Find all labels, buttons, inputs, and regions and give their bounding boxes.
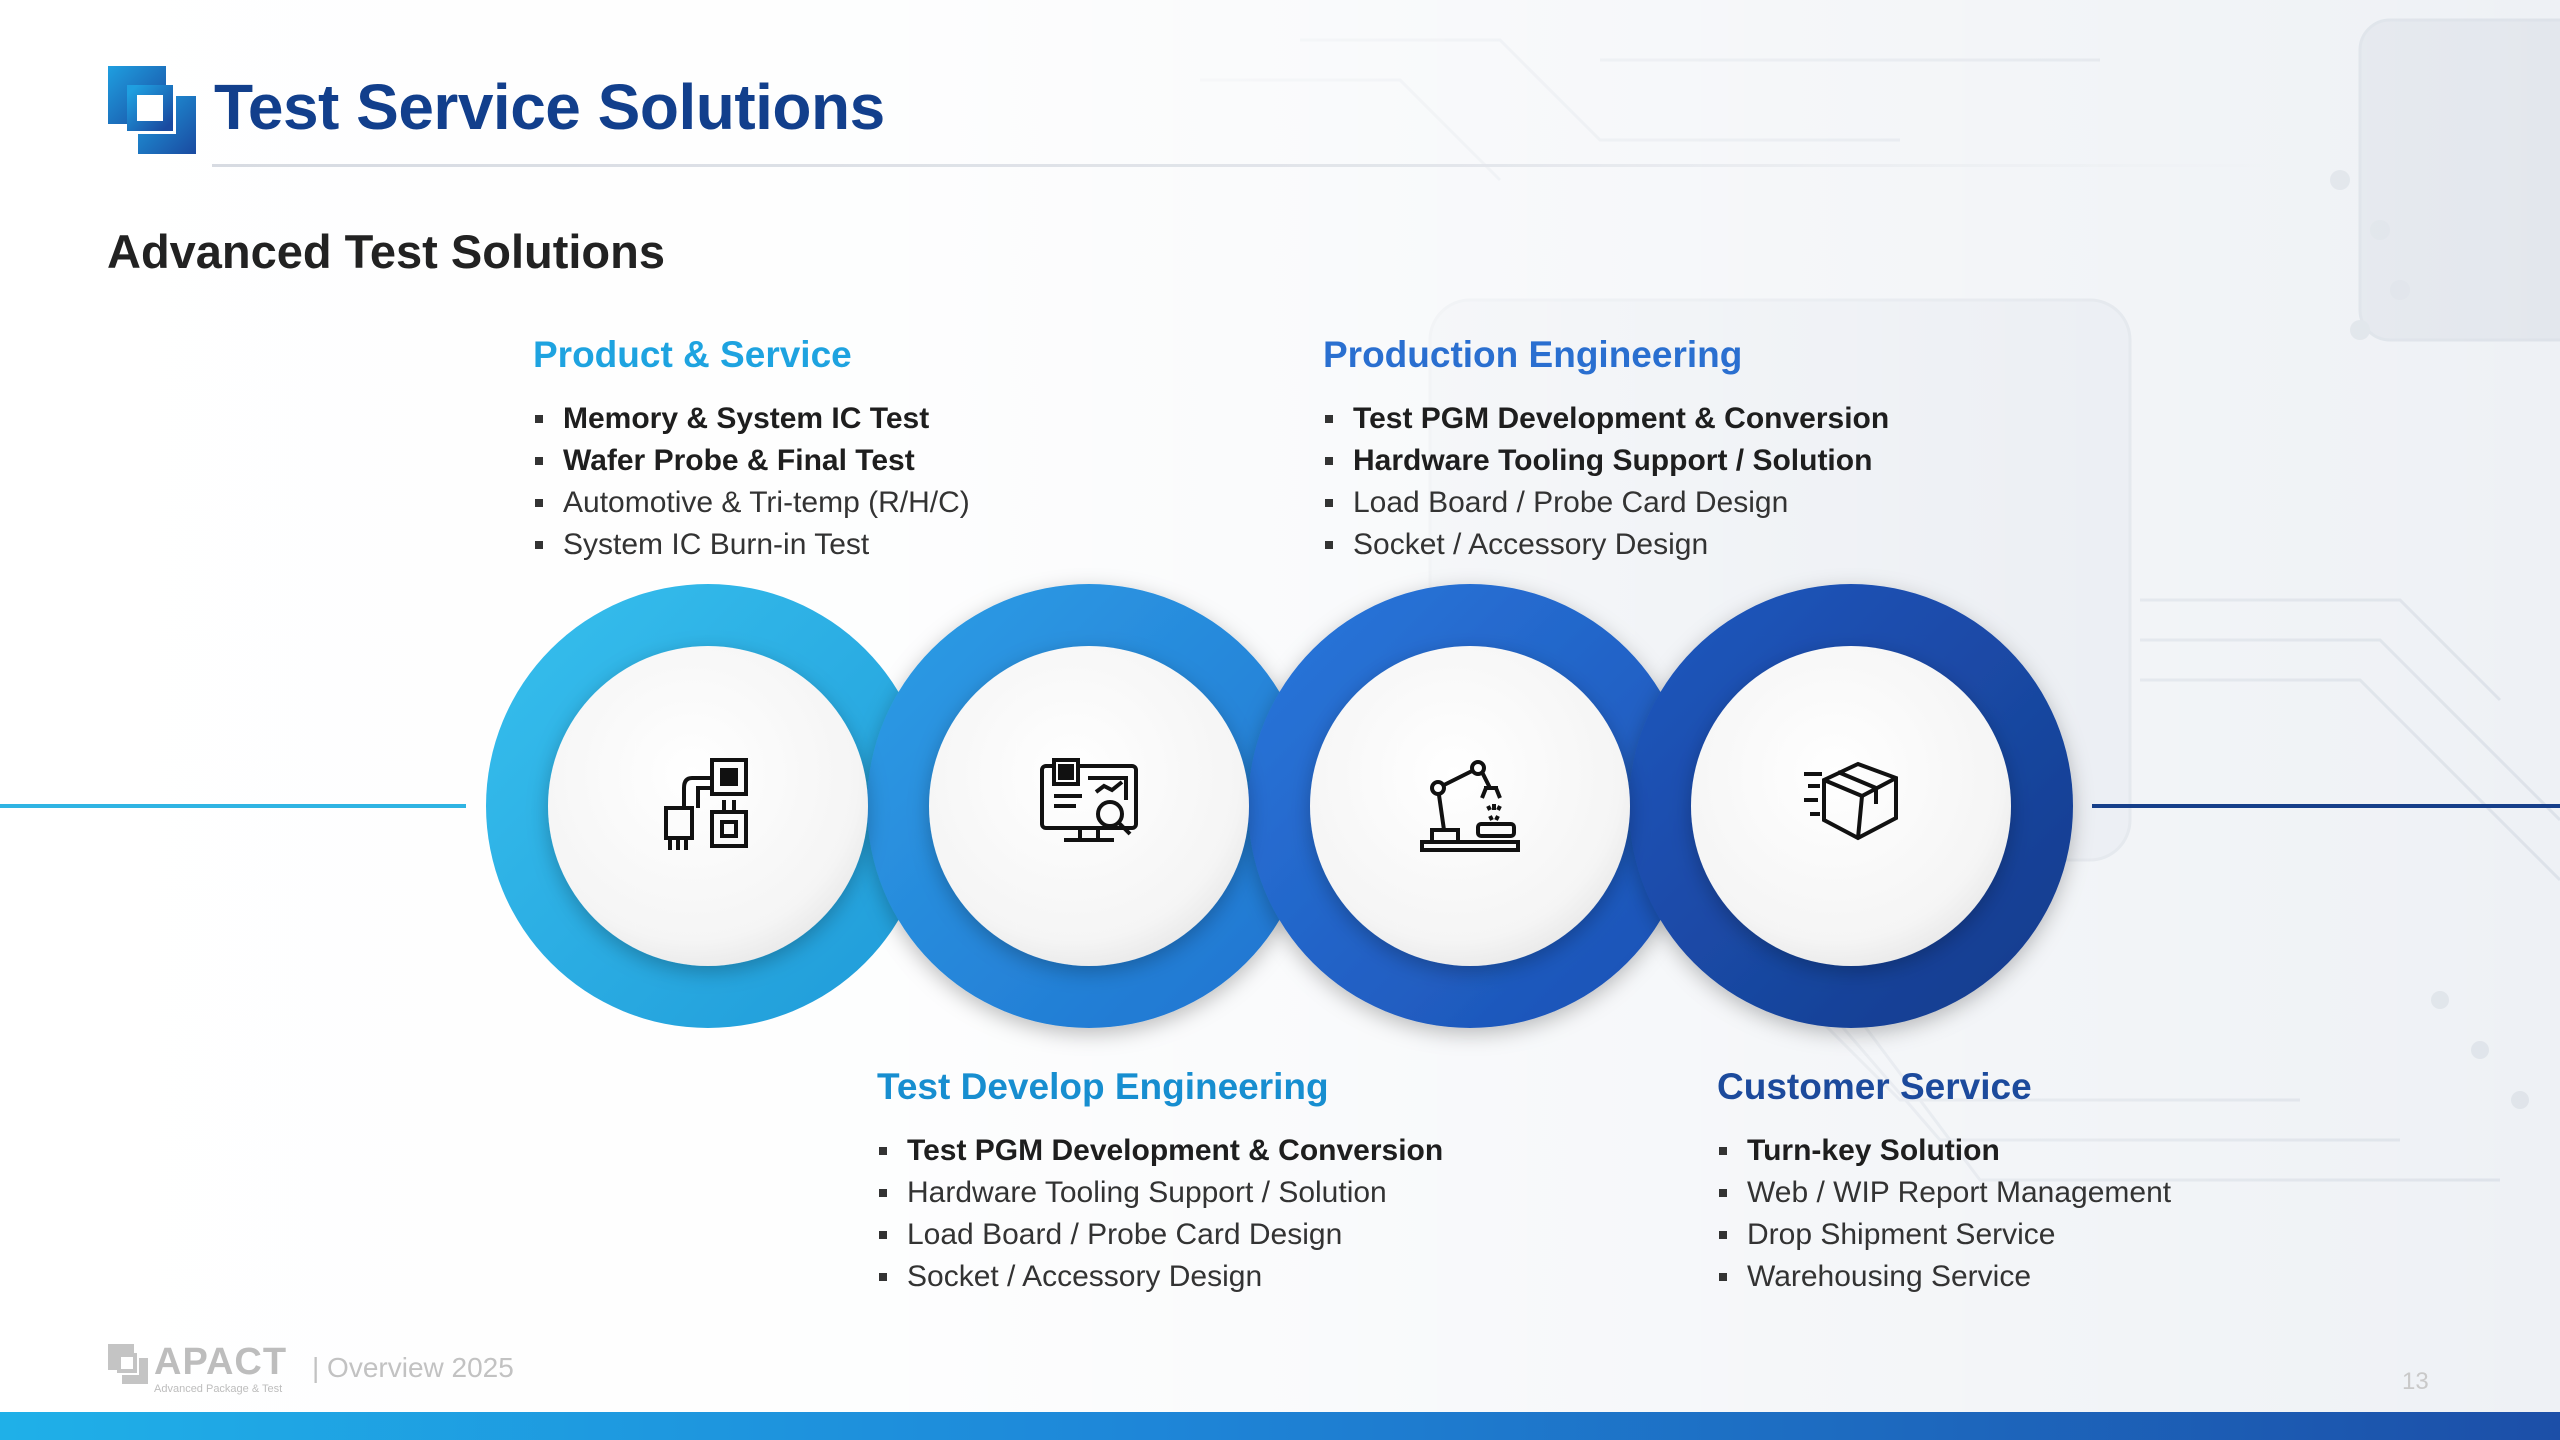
circuit-board-icon	[664, 758, 748, 850]
robotic-arm-icon	[1420, 760, 1520, 852]
circle-inner-2	[929, 646, 1249, 966]
footer-logo-icon	[108, 1344, 148, 1384]
customer-service-block: Customer Service Turn-key Solution Web /…	[1717, 1066, 2171, 1298]
page-number: 13	[2402, 1368, 2429, 1395]
bullet-list: Test PGM Development & Conversion Hardwa…	[1323, 398, 1889, 566]
company-logo-icon	[108, 66, 196, 154]
bullet-list: Turn-key Solution Web / WIP Report Manag…	[1717, 1130, 2171, 1298]
list-item: Socket / Accessory Design	[877, 1256, 1443, 1298]
list-item: System IC Burn-in Test	[533, 524, 970, 566]
list-item: Test PGM Development & Conversion	[1323, 398, 1889, 440]
block-title: Production Engineering	[1323, 334, 1743, 375]
bullet-list: Test PGM Development & Conversion Hardwa…	[877, 1130, 1443, 1298]
bullet-list: Memory & System IC Test Wafer Probe & Fi…	[533, 398, 970, 566]
block-title: Test Develop Engineering	[877, 1066, 1329, 1107]
chip-monitor-search-icon	[1040, 758, 1138, 842]
section-subtitle: Advanced Test Solutions	[107, 225, 665, 278]
production-engineering-block: Production Engineering Test PGM Developm…	[1323, 334, 1889, 566]
list-item: Hardware Tooling Support / Solution	[877, 1172, 1443, 1214]
list-item: Wafer Probe & Final Test	[533, 440, 970, 482]
page-title: Test Service Solutions	[214, 71, 885, 143]
footer-brand: APACT	[154, 1341, 288, 1383]
list-item: Test PGM Development & Conversion	[877, 1130, 1443, 1172]
circle-inner-4	[1691, 646, 2011, 966]
list-item: Load Board / Probe Card Design	[877, 1214, 1443, 1256]
circle-inner-3	[1310, 646, 1630, 966]
footer-logo: APACT Advanced Package & Test	[108, 1341, 288, 1396]
list-item: Load Board / Probe Card Design	[1323, 482, 1889, 524]
list-item: Memory & System IC Test	[533, 398, 970, 440]
bottom-accent-bar	[0, 1412, 2560, 1440]
list-item: Socket / Accessory Design	[1323, 524, 1889, 566]
circle-inner-1	[548, 646, 868, 966]
list-item: Warehousing Service	[1717, 1256, 2171, 1298]
title-divider	[212, 164, 2272, 167]
block-title: Product & Service	[533, 334, 852, 375]
list-item: Drop Shipment Service	[1717, 1214, 2171, 1256]
list-item: Web / WIP Report Management	[1717, 1172, 2171, 1214]
footer-tagline: Advanced Package & Test	[154, 1383, 283, 1395]
footer-section-label: | Overview 2025	[312, 1352, 514, 1383]
block-title: Customer Service	[1717, 1066, 2032, 1107]
list-item: Hardware Tooling Support / Solution	[1323, 440, 1889, 482]
test-develop-engineering-block: Test Develop Engineering Test PGM Develo…	[877, 1066, 1443, 1298]
right-connector-line	[2092, 804, 2560, 808]
product-service-block: Product & Service Memory & System IC Tes…	[533, 334, 970, 566]
list-item: Automotive & Tri-temp (R/H/C)	[533, 482, 970, 524]
left-connector-line	[0, 804, 466, 808]
fast-delivery-box-icon	[1804, 761, 1898, 841]
list-item: Turn-key Solution	[1717, 1130, 2171, 1172]
